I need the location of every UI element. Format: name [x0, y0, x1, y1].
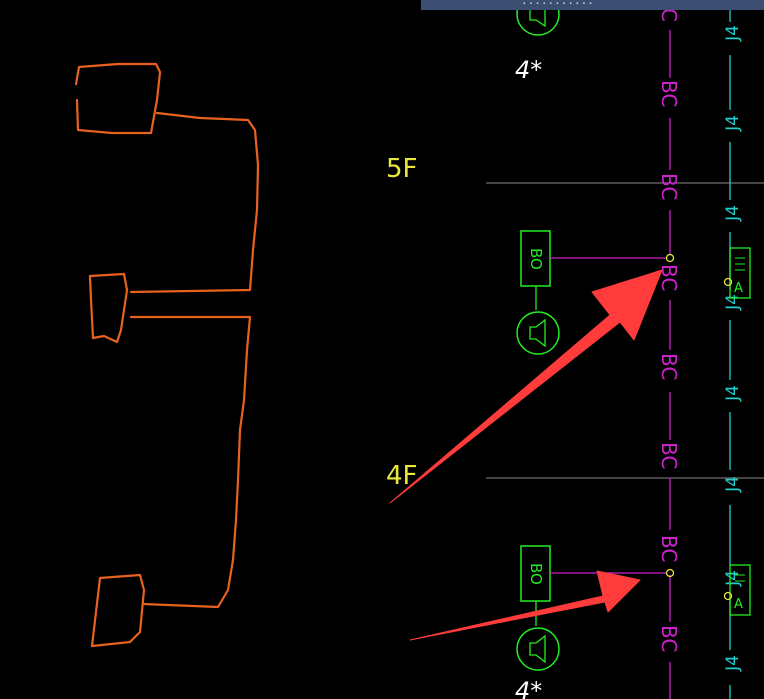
arrow-upper: [389, 269, 663, 504]
j4-label-6: J4: [723, 570, 743, 587]
j4-label-5: J4: [723, 476, 743, 493]
bc-label-3: BC: [657, 264, 681, 291]
floor-label-4f: 4F: [386, 461, 418, 491]
bc-label-5: BC: [657, 442, 681, 469]
title-bar: ...........: [421, 0, 764, 10]
node-4f: [665, 568, 675, 578]
bc-label-4: BC: [657, 353, 681, 380]
node-5f: [665, 253, 675, 263]
device-5f-label: A: [734, 281, 743, 296]
device-4f: [729, 564, 751, 616]
j4-label-7: J4: [723, 655, 743, 672]
junction-box-4f-label: BO: [527, 563, 545, 585]
hand-drawn-sketch: [74, 62, 260, 648]
bc-labels: C BC BC BC BC BC BC BC: [657, 8, 681, 652]
bc-label-2: BC: [657, 173, 681, 200]
j4-label-3: J4: [723, 294, 743, 311]
j4-label-0: J4: [723, 25, 743, 42]
title-bar-text: ...........: [521, 0, 594, 7]
speaker-5f: [516, 311, 560, 355]
j4-label-1: J4: [723, 115, 743, 132]
bc-label-1: BC: [657, 80, 681, 107]
floor-5f-devices: BO A: [516, 230, 751, 355]
annotation-lower: 4*: [515, 677, 542, 699]
j4-labels: J4 J4 J4 J4 J4 J4 J4 J4: [723, 25, 743, 672]
arrow-lower: [409, 570, 641, 641]
bc-label-6: BC: [657, 535, 681, 562]
bc-label-0: C: [657, 8, 681, 22]
device-5f: [729, 247, 751, 299]
floor-label-5f: 5F: [386, 154, 418, 184]
j4-label-4: J4: [723, 385, 743, 402]
annotation-upper: 4*: [515, 56, 542, 84]
speaker-4f: [516, 627, 560, 671]
device-4f-label: A: [734, 597, 743, 612]
bc-label-7: BC: [657, 625, 681, 652]
junction-box-5f-label: BO: [527, 248, 545, 270]
j4-label-2: J4: [723, 205, 743, 222]
